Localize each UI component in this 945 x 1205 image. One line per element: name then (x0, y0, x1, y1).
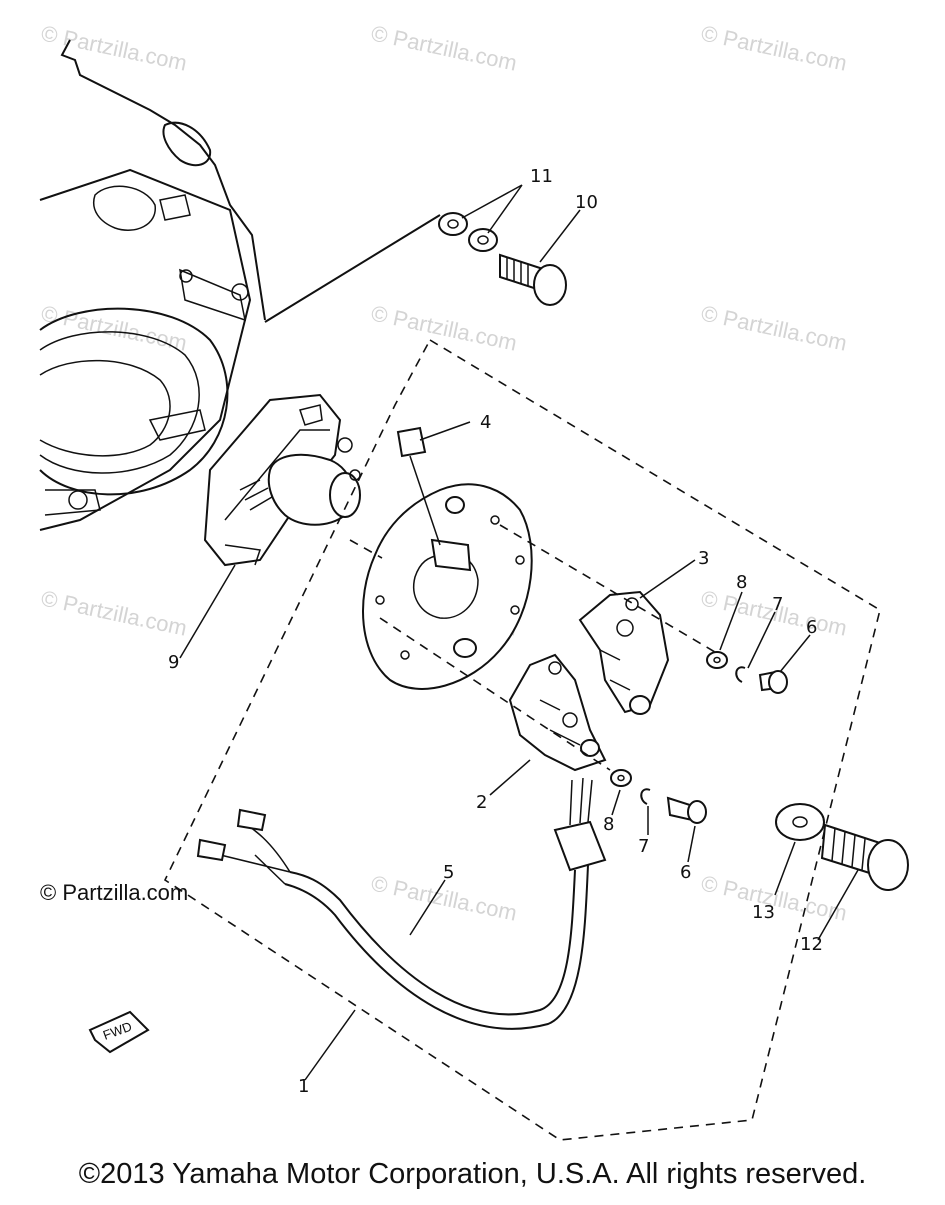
partzilla-watermark: © Partzilla.com (40, 880, 189, 905)
hardware-lower (610, 769, 707, 824)
callout-leaders (179, 184, 859, 1081)
leader-line (409, 455, 441, 546)
callout-5: 5 (443, 862, 454, 883)
hardware-upper (706, 651, 788, 694)
crankcase-illustration (39, 39, 266, 531)
callout-1: 1 (298, 1076, 309, 1097)
leader-line (264, 214, 441, 323)
watermark: © Partzilla.com (39, 585, 189, 640)
callout-3: 3 (698, 548, 709, 569)
callout-labels: 11 10 4 3 8 7 6 9 2 8 7 6 5 13 12 1 (168, 166, 823, 1097)
callout-2: 2 (476, 792, 487, 813)
callout-8-upper: 8 (736, 572, 747, 593)
callout-7-lower: 7 (638, 836, 649, 857)
watermark: © Partzilla.com (699, 20, 849, 75)
washer-13 (775, 803, 825, 841)
callout-10: 10 (575, 192, 598, 213)
watermark: © Partzilla.com (369, 20, 519, 75)
callout-9: 9 (168, 652, 179, 673)
callout-13: 13 (752, 902, 775, 923)
assembly-boundary (163, 338, 881, 1141)
lead-wire-5 (196, 777, 607, 1030)
watermark: © Partzilla.com (369, 300, 519, 355)
base-plate (362, 483, 533, 690)
center-line (349, 539, 383, 559)
felt-4 (396, 426, 427, 458)
callout-6-lower: 6 (680, 862, 691, 883)
front-direction-marker: FWD (88, 1010, 150, 1054)
callout-12: 12 (800, 934, 823, 955)
watermark: © Partzilla.com (699, 300, 849, 355)
contact-breaker-3 (578, 590, 670, 715)
bolt-10 (499, 253, 567, 306)
callout-4: 4 (480, 412, 491, 433)
contact-breaker-2 (508, 653, 607, 772)
center-line (379, 617, 611, 771)
callout-7-upper: 7 (772, 594, 783, 615)
center-line (499, 524, 721, 656)
washer-11 (438, 212, 498, 252)
callout-11: 11 (530, 166, 553, 187)
callout-8-lower: 8 (603, 814, 614, 835)
bolt-12 (820, 823, 909, 891)
part-9-assembly (203, 393, 361, 567)
watermark: © Partzilla.com (39, 20, 189, 75)
callout-6-upper: 6 (806, 617, 817, 638)
watermark-layer: © Partzilla.com © Partzilla.com © Partzi… (39, 20, 849, 925)
copyright-notice: ©2013 Yamaha Motor Corporation, U.S.A. A… (78, 1158, 867, 1190)
